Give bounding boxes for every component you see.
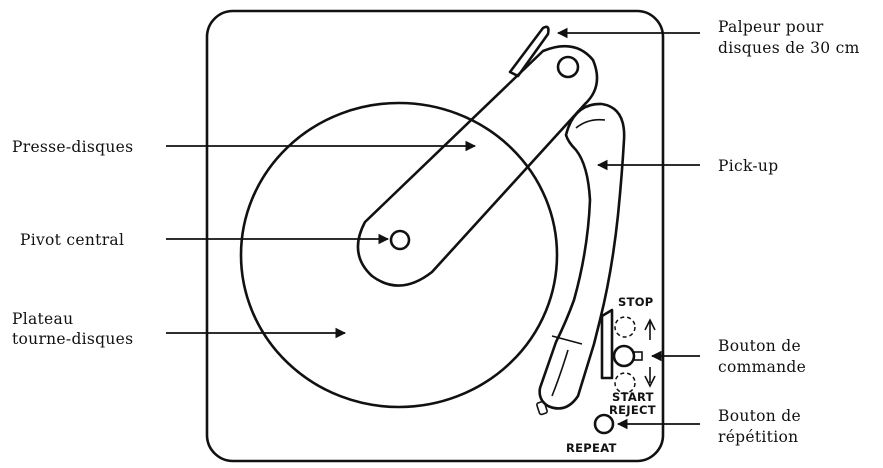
- control-button[interactable]: [612, 344, 636, 368]
- label-plateau-line1: Plateau: [12, 310, 73, 328]
- label-pick-up: Pick-up: [718, 157, 778, 175]
- stop-caption: STOP: [618, 295, 654, 309]
- label-palpeur-line1: Palpeur pour: [718, 18, 824, 36]
- label-bouton-commande-line2: commande: [718, 358, 806, 376]
- central-pivot: [389, 229, 411, 251]
- repeat-caption: REPEAT: [566, 441, 617, 455]
- start-caption: START: [612, 390, 654, 404]
- label-pivot-central: Pivot central: [20, 231, 124, 249]
- turntable-base: [205, 9, 665, 463]
- stop-position-indicator: [614, 316, 636, 338]
- repeat-button[interactable]: [593, 413, 615, 435]
- reject-caption: REJECT: [609, 403, 656, 417]
- up-arrow-icon: [644, 318, 656, 340]
- pickup-tonearm: [538, 102, 626, 410]
- stylus: [536, 400, 548, 416]
- label-bouton-repetition-line1: Bouton de: [718, 407, 801, 425]
- label-palpeur-line2: disques de 30 cm: [718, 39, 860, 57]
- start-reject-position-indicator: [614, 372, 636, 394]
- label-bouton-repetition-line2: répétition: [718, 428, 798, 446]
- record-feeler: [508, 25, 550, 78]
- record-clamp-arm: [356, 44, 599, 287]
- label-plateau-line2: tourne-disques: [12, 330, 133, 348]
- label-bouton-commande-line1: Bouton de: [718, 337, 801, 355]
- down-arrow-icon: [644, 367, 656, 388]
- platter: [239, 101, 559, 409]
- clamp-arm-hub: [556, 55, 580, 79]
- label-presse-disques: Presse-disques: [12, 138, 133, 156]
